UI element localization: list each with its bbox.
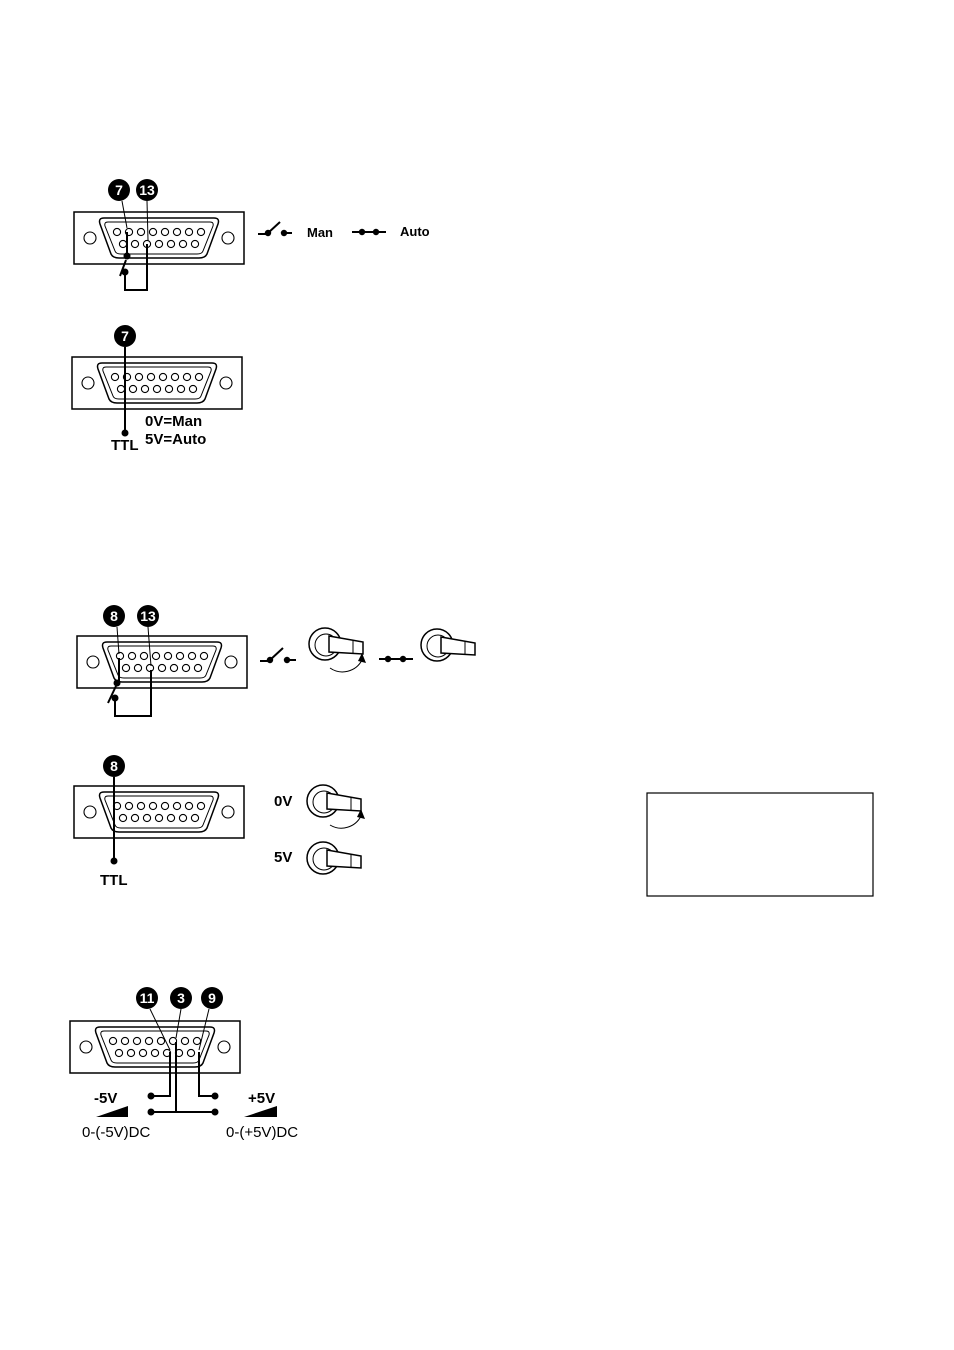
pos-range-label: 0-(+5V)DC <box>226 1124 298 1141</box>
rotating-knob-icon <box>308 627 366 673</box>
pin-badge-11: 11 <box>136 987 158 1009</box>
svg-text:7: 7 <box>121 328 129 344</box>
closed-switch-symbol <box>352 228 386 236</box>
db15-connector <box>73 211 245 265</box>
diagram-2-ttl-mode: 7 TTL 0V=Man 5V=Auto <box>71 325 243 454</box>
pos-ramp-icon <box>244 1106 277 1117</box>
static-knob-icon <box>306 841 362 875</box>
leader-line <box>149 1008 171 1051</box>
leader-line <box>198 1008 210 1051</box>
legend-man: Man <box>307 225 333 240</box>
closed-switch-symbol <box>379 655 413 663</box>
pin-badge-7: 7 <box>108 179 130 201</box>
analog-wiring <box>147 1042 219 1116</box>
leader-line <box>175 1008 182 1039</box>
pin-badge-8: 8 <box>103 755 125 777</box>
switch-wiring <box>119 232 148 291</box>
db15-connector <box>71 356 243 410</box>
leader-line <box>147 626 152 667</box>
svg-text:7: 7 <box>115 182 123 198</box>
svg-text:13: 13 <box>140 608 156 624</box>
pin-badge-8: 8 <box>103 605 125 627</box>
ttl-label: TTL <box>111 437 139 454</box>
svg-text:13: 13 <box>139 182 155 198</box>
diagram-5-analog-input: 11 3 9 -5V 0-(-5V)DC +5V 0-(+5V)DC <box>69 987 298 1141</box>
db15-connector <box>76 635 248 689</box>
state-5v-auto: 5V=Auto <box>145 431 206 448</box>
state-0v-man: 0V=Man <box>145 413 202 430</box>
leader-line <box>116 626 120 655</box>
pin-badge-9: 9 <box>201 987 223 1009</box>
pin-badge-13: 13 <box>136 179 158 201</box>
pos-voltage-label: +5V <box>248 1090 275 1107</box>
neg-range-label: 0-(-5V)DC <box>82 1124 151 1141</box>
empty-note-box <box>646 792 874 897</box>
static-knob-icon <box>420 628 476 662</box>
pin-badge-13: 13 <box>137 605 159 627</box>
pin-badge-3: 3 <box>170 987 192 1009</box>
open-switch-symbol <box>258 221 292 237</box>
rotating-knob-icon <box>306 784 365 829</box>
ttl-terminal <box>121 429 129 437</box>
svg-text:8: 8 <box>110 758 118 774</box>
diagram-1-switch-mode: 7 13 Man Auto <box>73 179 430 291</box>
db15-connector <box>73 785 245 839</box>
svg-text:8: 8 <box>110 608 118 624</box>
voltage-5v-label: 5V <box>274 849 292 866</box>
voltage-0v-label: 0V <box>274 793 292 810</box>
db15-connector <box>69 1020 241 1074</box>
ttl-terminal <box>110 857 118 865</box>
diagram-4-ttl-rotation: 8 TTL 0V 5V <box>73 755 365 889</box>
svg-text:11: 11 <box>140 990 155 1006</box>
switch-wiring <box>107 658 152 717</box>
neg-ramp-icon <box>96 1106 128 1117</box>
open-switch-symbol <box>260 647 296 664</box>
svg-text:9: 9 <box>208 990 216 1006</box>
neg-voltage-label: -5V <box>94 1090 117 1107</box>
diagram-3-switch-rotation: 8 13 <box>76 605 476 717</box>
pin-badge-7: 7 <box>114 325 136 347</box>
ttl-label: TTL <box>100 872 128 889</box>
svg-text:3: 3 <box>177 990 185 1006</box>
legend-auto: Auto <box>400 224 430 239</box>
leader-line <box>146 200 149 241</box>
leader-line <box>121 200 128 229</box>
